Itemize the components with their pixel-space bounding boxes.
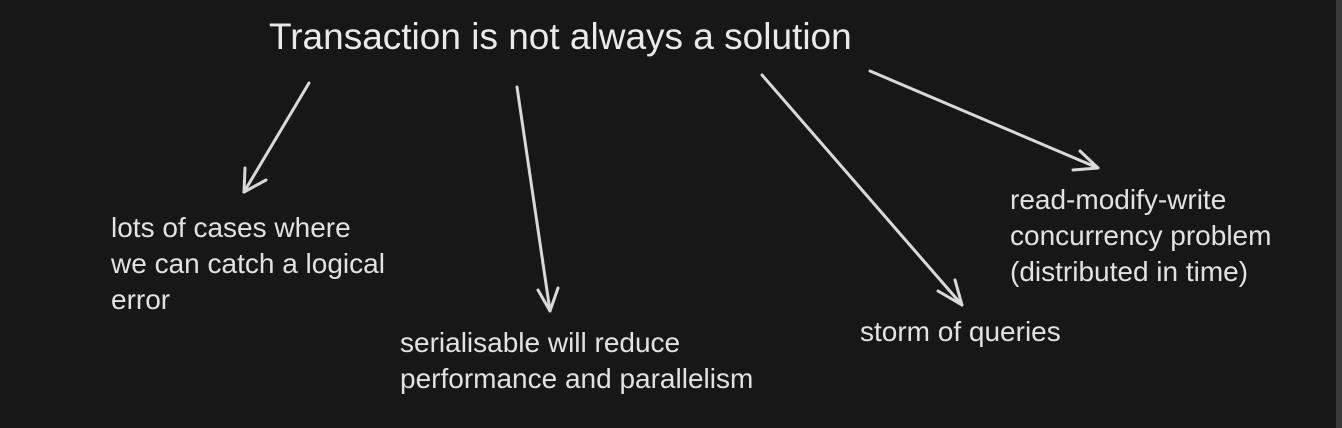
note-read-modify-write: read-modify-write concurrency problem (d… [1010,182,1271,290]
note-serialisable: serialisable will reduce performance and… [400,325,753,397]
arrowhead-read-modify-write [1071,149,1100,172]
note-logical-error: lots of cases where we can catch a logic… [111,210,385,318]
note-line: (distributed in time) [1010,256,1249,287]
arrow-to-logical-error [242,81,311,194]
right-edge-divider [1336,0,1342,428]
note-line: performance and parallelism [400,363,754,394]
note-line: lots of cases where [111,212,351,243]
note-line: read-modify-write [1010,184,1227,215]
note-line: error [111,284,171,315]
note-line: concurrency problem [1010,220,1272,251]
slide-title: Transaction is not always a solution [269,16,852,57]
note-line: we can catch a logical [111,248,385,279]
arrow-to-read-modify-write [868,69,1100,170]
arrowhead-serialisable [536,286,560,313]
arrowhead-storm-of-queries [936,278,964,307]
note-storm-of-queries: storm of queries [860,314,1061,350]
arrowhead-logical-error [242,166,268,194]
arrow-to-storm-of-queries [760,73,964,307]
note-line: serialisable will reduce [400,327,681,358]
note-line: storm of queries [860,316,1061,347]
arrow-to-serialisable [515,85,552,313]
